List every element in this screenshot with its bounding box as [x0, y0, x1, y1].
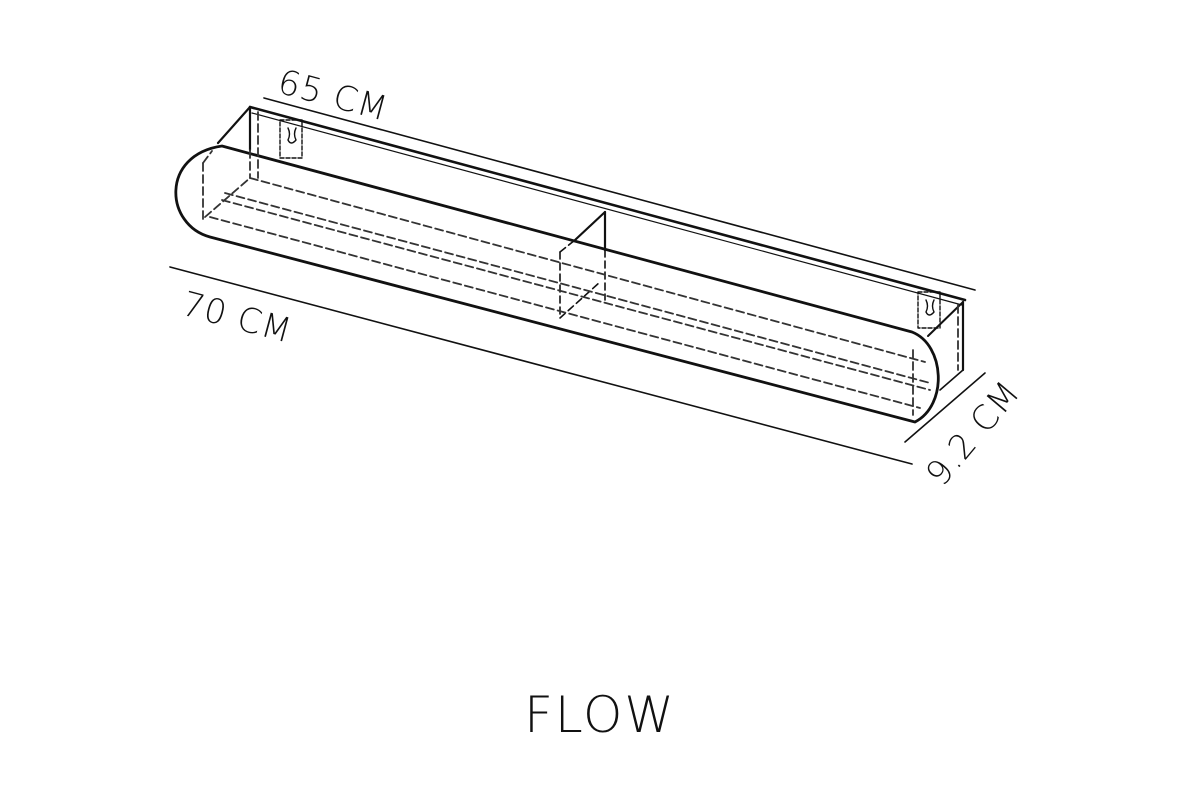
- dimension-line-depth: [904, 372, 986, 443]
- mount-hook-left-icon: [279, 119, 303, 159]
- label-depth: 9.2 CM: [918, 373, 1028, 494]
- hidden-lines: [202, 111, 959, 416]
- label-front-length: 70 CM: [178, 284, 297, 352]
- dimension-line-70: [169, 266, 913, 465]
- product-name: FLOW: [524, 686, 676, 744]
- front-face: [174, 144, 940, 424]
- mount-hook-right-icon: [917, 291, 941, 329]
- dimension-line-65: [263, 97, 976, 291]
